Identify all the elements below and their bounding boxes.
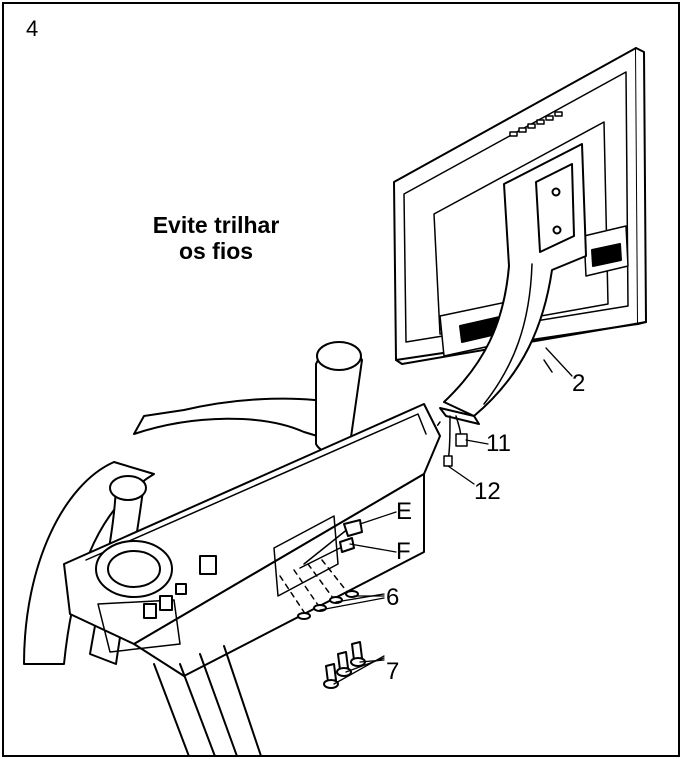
callout-12: 12 — [474, 478, 501, 505]
callout-7: 7 — [386, 658, 400, 685]
callout-f: F — [396, 538, 411, 565]
console-buttons — [510, 112, 562, 136]
console-mast — [440, 144, 586, 424]
cable-warning-note: Evite trilhar os fios — [116, 212, 316, 264]
bolts — [324, 642, 365, 688]
callout-11: 11 — [486, 430, 511, 457]
callout-e: E — [396, 498, 413, 525]
leader-lines — [320, 348, 572, 684]
console-tray — [64, 404, 440, 676]
callout-6: 6 — [386, 584, 400, 611]
note-line-2: os fios — [178, 238, 254, 264]
washers — [298, 591, 358, 619]
note-line-1: Evite trilhar — [152, 212, 280, 238]
frame-legs — [154, 646, 262, 757]
callout-2: 2 — [572, 370, 586, 397]
assembly-illustration — [4, 4, 680, 757]
step-number: 4 — [26, 16, 39, 41]
